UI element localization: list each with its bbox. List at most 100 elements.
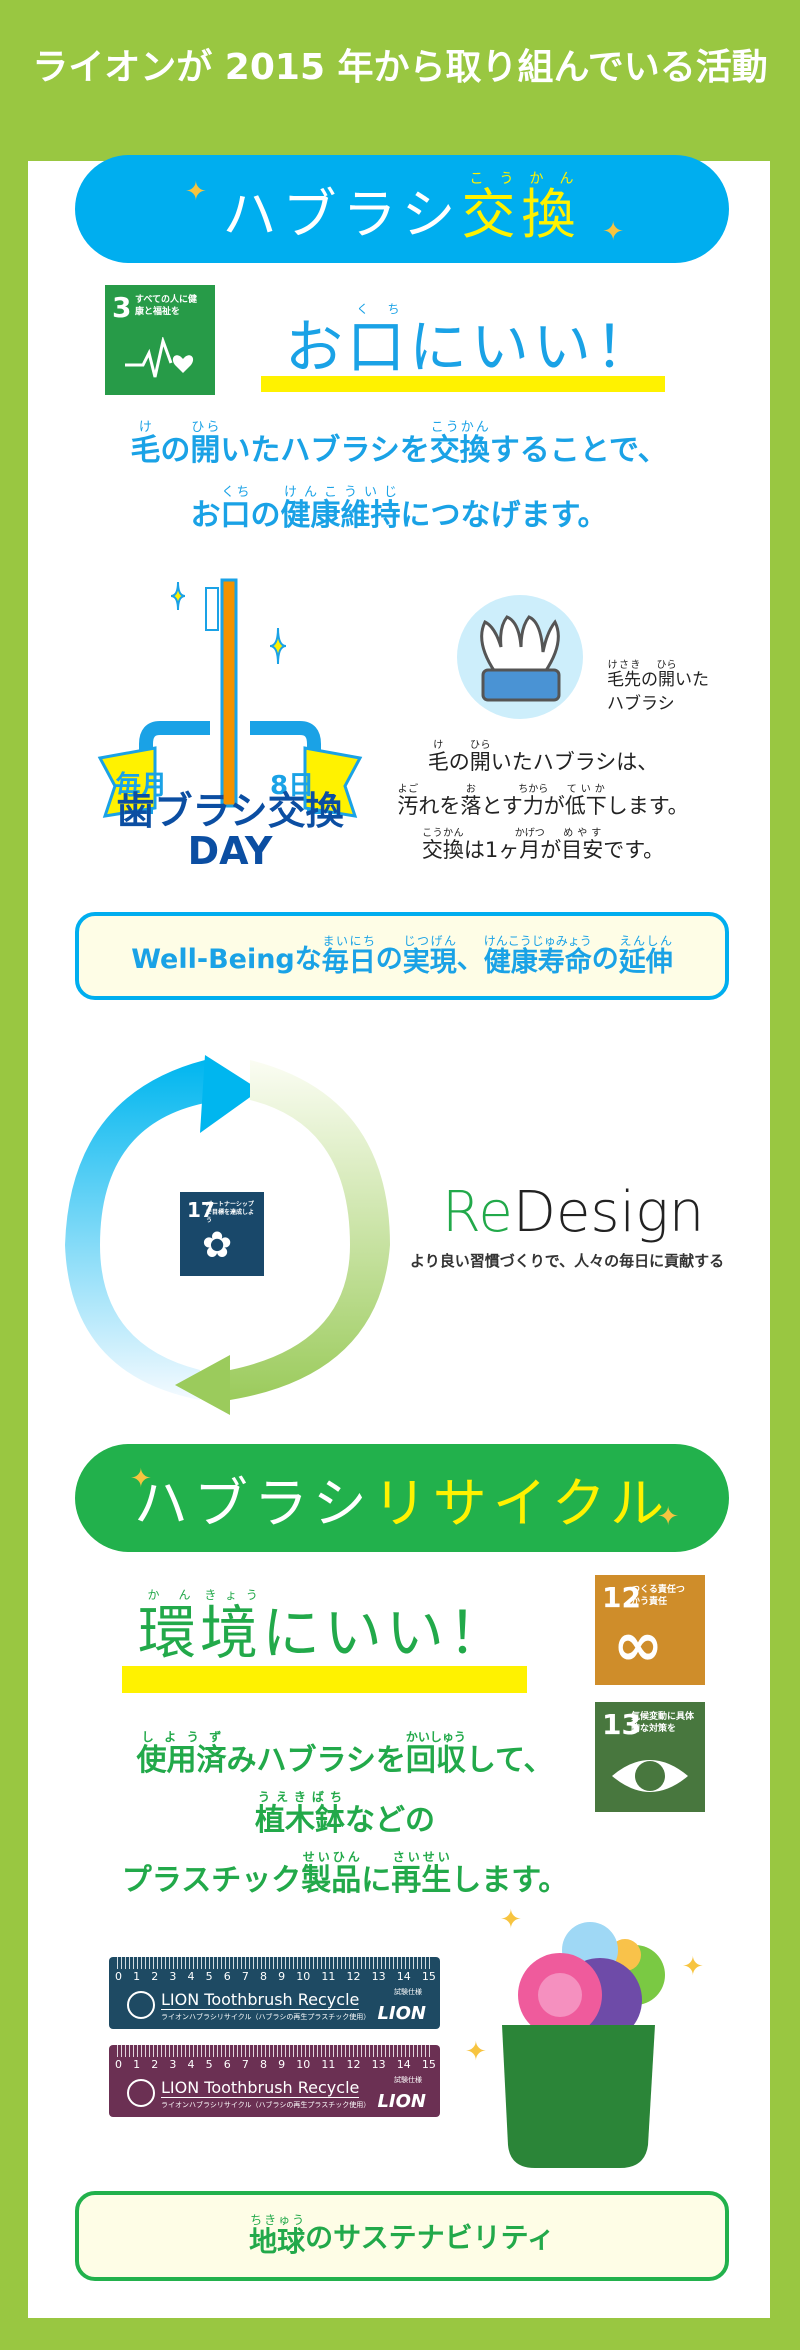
- furigana: ちから: [518, 784, 549, 795]
- ruler-number: 7: [241, 1970, 249, 1983]
- text-segment: が: [540, 838, 562, 862]
- heading-plain: ハブラシ: [222, 182, 462, 246]
- text-segment: にいい！: [409, 313, 658, 381]
- sustainability-box: 地球ちきゅうのサステナビリティ: [75, 2191, 729, 2281]
- recycle-line-3: プラスチック製品せいひんに再生さいせいします。: [110, 1850, 580, 1899]
- ruby-text: 月かげつ: [514, 828, 545, 862]
- text-segment: の: [448, 750, 470, 774]
- furigana: け: [427, 740, 449, 751]
- furigana: えんしん: [618, 933, 673, 948]
- ruler-number: 6: [223, 1970, 231, 1983]
- ruler-number: 13: [371, 2058, 386, 2071]
- ruby-text: 目安めやす: [561, 828, 604, 862]
- sparkle-icon: ✦: [657, 1502, 679, 1532]
- ruby-text: 落お: [460, 784, 482, 818]
- furigana: せいひん: [301, 1850, 362, 1864]
- furigana: こう: [461, 170, 522, 187]
- text-segment: です。: [603, 838, 665, 862]
- furigana: かん: [138, 1588, 201, 1602]
- ruler-number: 5: [205, 1970, 213, 1983]
- furigana: けんこうじゅみょう: [483, 933, 592, 948]
- ruler-number: 10: [296, 1970, 311, 1983]
- furigana: ひら: [656, 660, 677, 671]
- heartbeat-icon: [125, 337, 194, 378]
- ruby-text: 延伸えんしん: [618, 933, 673, 978]
- text-segment: の: [641, 670, 658, 690]
- ruby-text: 回収かいしゅう: [405, 1730, 466, 1778]
- lion-logo: LION: [377, 2091, 426, 2112]
- ruler-number: 4: [187, 2058, 195, 2071]
- ruler-number: 0: [115, 1970, 122, 1983]
- furigana: くち: [347, 302, 410, 316]
- text-segment: が: [543, 794, 565, 818]
- furigana: しようず: [136, 1730, 227, 1744]
- ruler-number: 2: [151, 1970, 159, 1983]
- text-segment: につなげます。: [400, 498, 608, 533]
- ruler-number: 15: [421, 2058, 436, 2071]
- heading-plain: ハブラシ: [133, 1471, 373, 1535]
- ruby-text: 低下ていか: [564, 784, 607, 818]
- ruler-number: 3: [169, 2058, 177, 2071]
- text-segment: します。: [606, 794, 689, 818]
- ruby-text: 力ちから: [518, 784, 549, 818]
- flower-icon: ✿: [202, 1225, 233, 1266]
- ruler-ticks: [117, 1957, 432, 1969]
- sdg-number: 17: [187, 1198, 215, 1222]
- wellbeing-box: Well-Beingな毎日まいにちの実現じつげん、健康寿命けんこうじゅみょうの延…: [75, 912, 729, 1000]
- earth-eye-icon: [612, 1760, 688, 1792]
- heading-highlight: リサイクル: [372, 1471, 671, 1535]
- ruler-number: 8: [260, 2058, 267, 2071]
- text-segment: とす: [481, 794, 523, 818]
- redesign-tagline: より良い習慣づくりで、人々の毎日に貢献する: [410, 1252, 725, 1270]
- cycle-arrows-icon: [65, 1055, 390, 1415]
- ruler-number: 12: [346, 1970, 361, 1983]
- text-segment: は1ヶ: [463, 838, 520, 862]
- ruby-text: 環かん: [138, 1588, 201, 1667]
- furigana: まいにち: [321, 933, 376, 948]
- ruby-text: 交換こうかん: [421, 828, 464, 862]
- sdg13-badge: 13 気候変動に具体的な対策を: [595, 1702, 705, 1812]
- text-segment: いたハブラシを: [220, 433, 430, 468]
- text-segment: にいい！: [262, 1599, 511, 1667]
- text-segment: 、: [456, 943, 484, 975]
- ruler-number: 15: [421, 1970, 436, 1983]
- ruby-text: 交こう: [461, 170, 522, 246]
- ruler-subtitle: ライオンハブラシリサイクル（ハブラシの再生プラスチック使用）: [161, 2101, 371, 2109]
- ruler-number: 4: [187, 1970, 195, 1983]
- furigana: ていか: [564, 784, 607, 795]
- worn-bristle-icon: [457, 595, 583, 719]
- furigana: お: [460, 784, 482, 795]
- flower-pot-illustration: ✦ ✦ ✦: [465, 1905, 704, 2168]
- para-line-1: 毛けの開ひらいたハブラシは、: [383, 740, 703, 777]
- svg-text:✦: ✦: [682, 1952, 704, 1982]
- furigana: かげつ: [514, 828, 545, 839]
- lion-logo: LION: [377, 2003, 426, 2024]
- ruler-number: 14: [396, 2058, 411, 2071]
- sdg-number: 3: [112, 291, 132, 324]
- ruler-ticks: [117, 2045, 432, 2057]
- logo-design: Design: [512, 1180, 705, 1245]
- ruby-text: 開ひら: [469, 740, 491, 774]
- furigana: こうかん: [421, 828, 464, 839]
- ruby-text: 健康維持けんこういじ: [280, 485, 401, 533]
- ruby-text: 使用済しようず: [136, 1730, 227, 1778]
- furigana: じつげん: [402, 933, 457, 948]
- recycle-toothbrush-icon: [127, 2079, 155, 2107]
- ruler-number: 1: [133, 2058, 141, 2071]
- ruler-number: 2: [151, 2058, 159, 2071]
- ruler-subtitle: ライオンハブラシリサイクル（ハブラシの再生プラスチック使用）: [161, 2013, 371, 2021]
- ruby-text: 口くち: [220, 485, 251, 533]
- ruler-number: 12: [346, 2058, 361, 2071]
- ruby-text: 毛け: [130, 420, 161, 468]
- ruby-text: 換かん: [521, 170, 582, 246]
- text-segment: のサステナビリティ: [305, 2221, 555, 2254]
- ruler-spec: 試験仕様: [394, 2076, 422, 2084]
- month-label: 毎月: [115, 771, 167, 801]
- sparkle-icon: [170, 581, 186, 611]
- ruler-number: 1: [133, 1970, 141, 1983]
- ruby-text: 境きょう: [200, 1588, 263, 1667]
- body-line-1: 毛けの開ひらいたハブラシを交換こうかんすることで、: [28, 420, 770, 469]
- ruler-number: 11: [321, 1970, 336, 1983]
- text-segment: することで、: [489, 433, 668, 468]
